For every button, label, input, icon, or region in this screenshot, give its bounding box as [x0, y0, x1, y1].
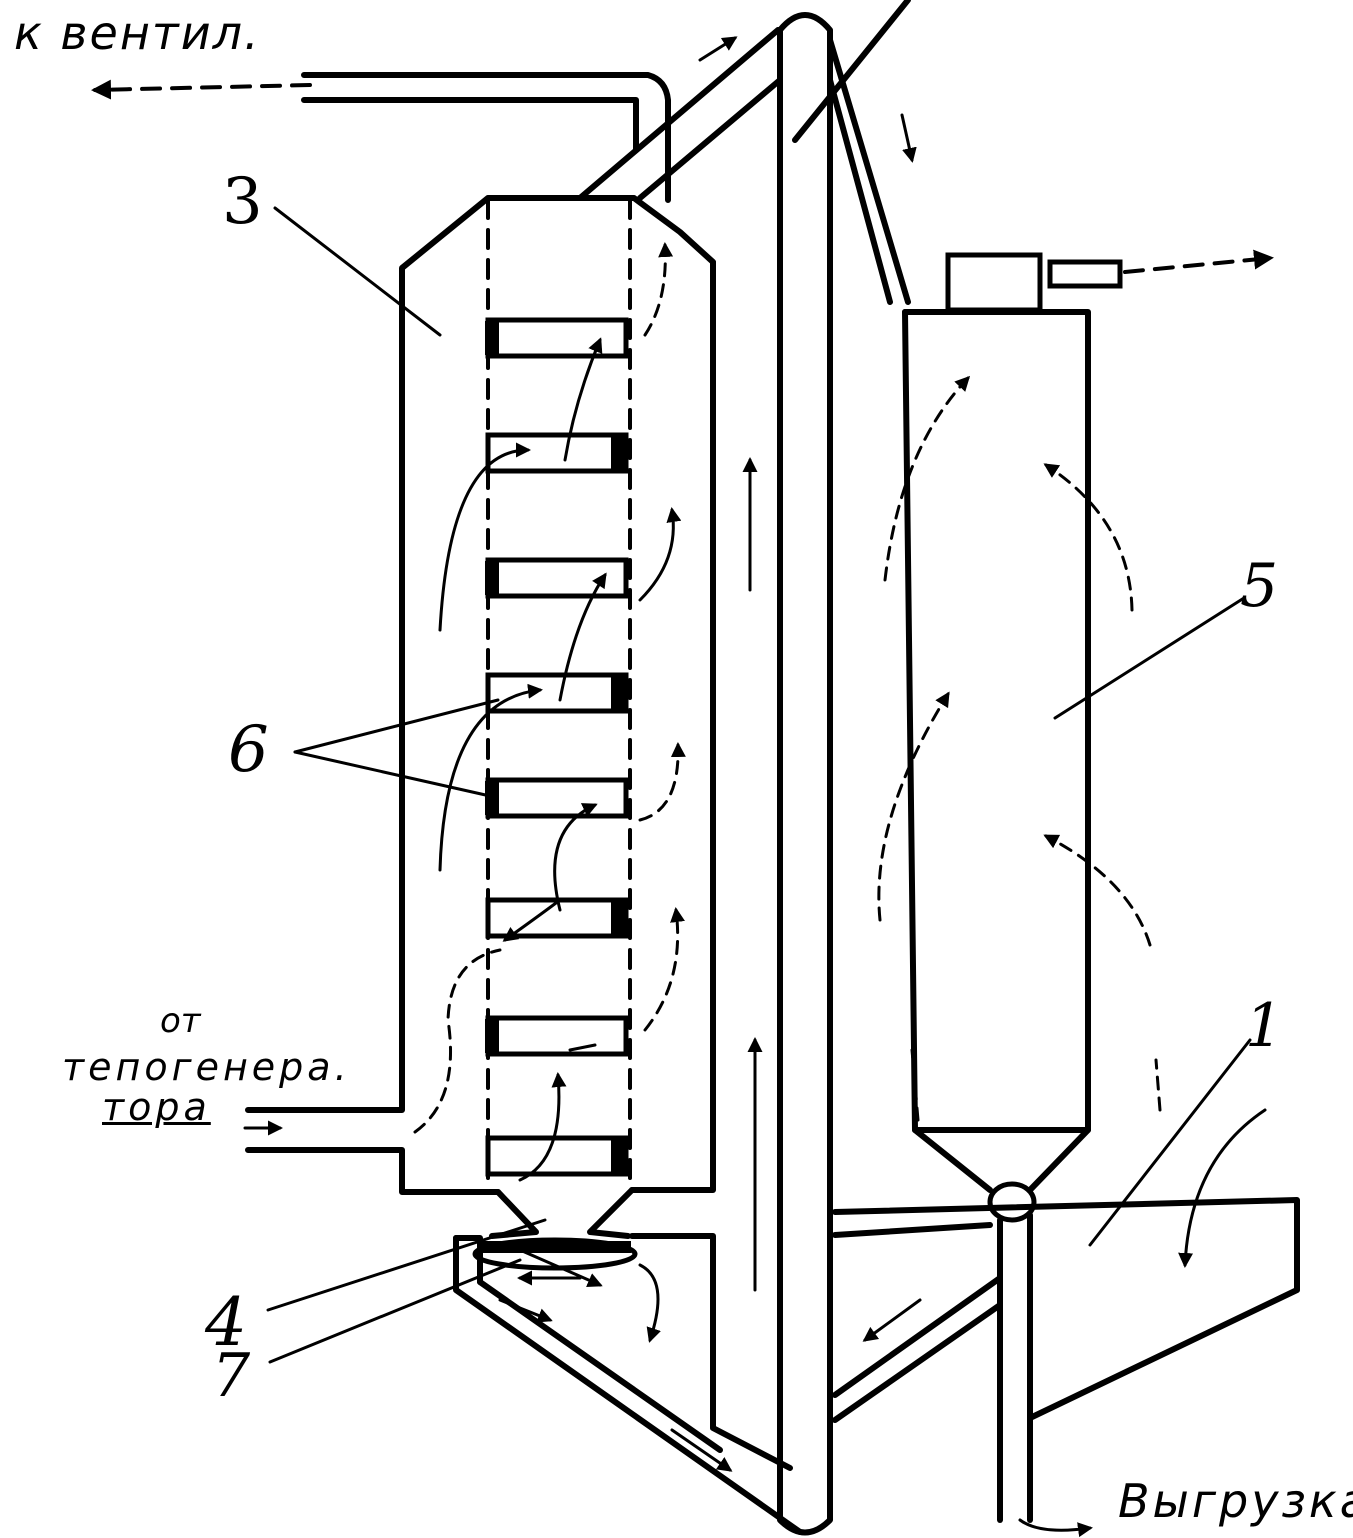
bin: [832, 1197, 1300, 1423]
dashed-flow-arrows: [91, 79, 1274, 1134]
from-generator-label-3: тора: [102, 1085, 211, 1129]
label-4: 4: [205, 1284, 247, 1361]
flow-arrows: [243, 36, 1267, 1538]
leader-lines: [266, 206, 1252, 1364]
unloading-label: Выгрузка: [1118, 1474, 1353, 1528]
label-6: 6: [228, 713, 269, 787]
from-generator-label-2: тепогенера.: [62, 1045, 351, 1089]
hopper-and-feeder: [453, 1187, 803, 1535]
label-3: 3: [222, 165, 263, 239]
from-generator-label-1: от: [160, 1001, 201, 1041]
to-fan-label: к вентил.: [14, 6, 261, 60]
label-7: 7: [212, 1341, 251, 1411]
label-1: 1: [1245, 991, 1284, 1061]
dryer-casing: [245, 195, 716, 1195]
label-5: 5: [1240, 551, 1279, 621]
shelves: [485, 317, 629, 1177]
top-ducts: [301, 27, 911, 305]
cyclone: [902, 252, 1123, 1523]
elevator: [777, 0, 911, 1536]
